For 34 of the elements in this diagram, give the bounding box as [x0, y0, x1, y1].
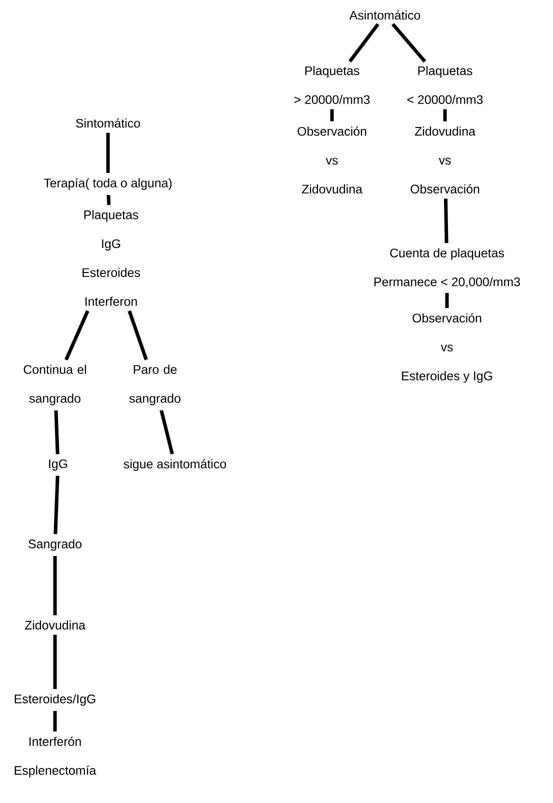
connector-line: [348, 23, 380, 62]
step-label: Asintomático: [349, 10, 420, 20]
connector-line: [106, 195, 111, 205]
step-label: IgG: [49, 459, 68, 471]
step-label: Terapía( toda o alguna): [44, 178, 172, 190]
connector-line: [445, 292, 449, 308]
step-label: Continua el sangrado: [24, 364, 86, 406]
step-label: Cuenta de plaquetas Permanece < 20,000/mm3: [374, 248, 520, 288]
connector-line: [106, 132, 110, 173]
connector-line: [53, 634, 57, 689]
connector-line: [330, 109, 334, 122]
step-label: Esteroides/IgG: [14, 694, 96, 706]
step-label: Sintomático: [76, 118, 140, 128]
connector-line: [53, 556, 57, 616]
connector-line: [53, 711, 57, 732]
step-label: Plaquetas > 20000/mm3: [294, 66, 370, 104]
step-label: Interferón Esplenectomía: [14, 736, 96, 778]
connector-line: [444, 198, 448, 244]
connector-line: [54, 410, 60, 454]
step-label: sigue asintomático: [124, 459, 226, 471]
connector-line: [443, 109, 447, 122]
connector-line: [160, 410, 174, 454]
step-label: Observación vs Zidovudina: [298, 126, 366, 194]
step-label: Zidovudina: [24, 620, 86, 630]
step-label: Plaquetas IgG Esteroides Interferon: [82, 210, 140, 306]
connector-line: [64, 310, 90, 361]
step-label: Zidovudina vs Observación: [410, 126, 480, 194]
step-label: Sangrado: [28, 539, 82, 551]
connector-line: [391, 22, 426, 63]
connector-line: [54, 476, 60, 534]
step-label: Plaquetas < 20000/mm3: [407, 66, 483, 104]
step-label: Observación vs Esteroides y IgG: [402, 313, 492, 383]
step-label: Paro de sangrado: [129, 364, 180, 406]
connector-line: [128, 310, 148, 360]
